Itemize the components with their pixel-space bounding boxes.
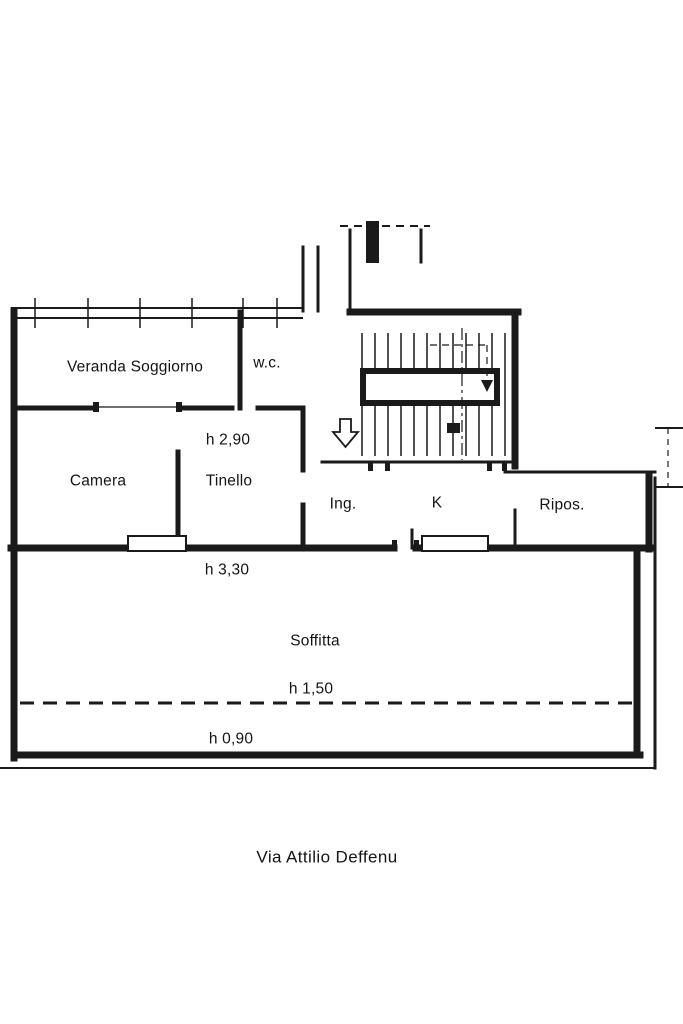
height-label-150: h 1,50 <box>288 680 334 698</box>
thin-lines <box>0 307 683 769</box>
room-label-veranda-soggiorno: Veranda Soggiorno <box>66 358 204 376</box>
stair-landing-wall <box>360 368 500 406</box>
window-ticks <box>34 298 278 328</box>
stair-step-marker <box>447 423 460 433</box>
room-label-cucina: K <box>431 494 443 512</box>
street-name-caption: Via Attilio Deffenu <box>256 847 398 867</box>
down-arrow-icon <box>331 418 360 449</box>
room-label-tinello: Tinello <box>205 472 253 490</box>
stair-direction-arrow-icon <box>430 344 493 392</box>
exterior-walls <box>7 307 655 762</box>
door-jambs <box>93 402 507 548</box>
room-label-ripostiglio: Ripos. <box>539 496 585 514</box>
height-label-090: h 0,90 <box>208 730 254 748</box>
chimney-shaft <box>366 221 379 263</box>
partition-walls <box>301 228 657 770</box>
room-label-soffitta: Soffitta <box>290 632 340 650</box>
room-label-ingresso: Ing. <box>329 495 357 513</box>
room-label-wc: w.c. <box>253 354 281 372</box>
wall-recesses <box>127 535 489 552</box>
height-label-290: h 2,90 <box>205 431 251 449</box>
interior-walls <box>11 309 306 551</box>
height-label-330: h 3,30 <box>204 561 250 579</box>
room-label-camera: Camera <box>69 472 127 490</box>
